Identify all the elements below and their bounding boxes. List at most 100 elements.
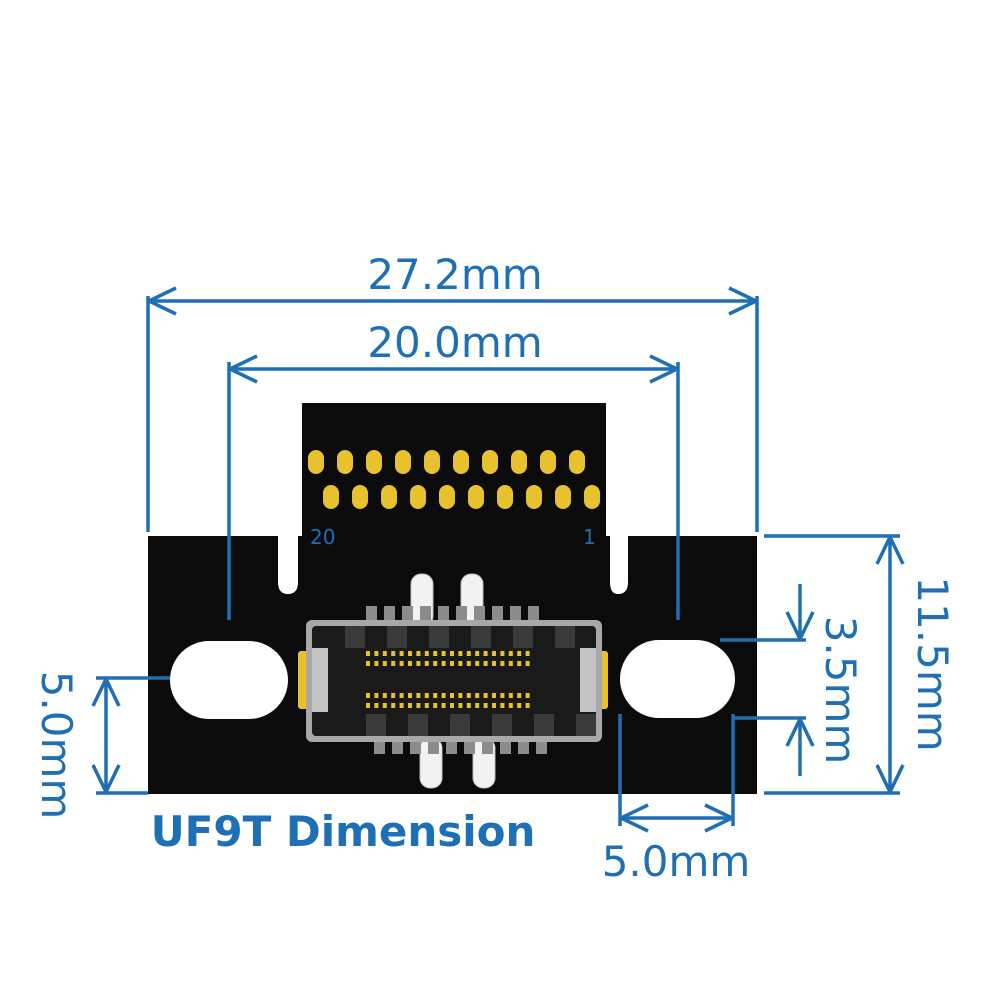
connector-contact [450,703,454,708]
connector-lead [464,740,475,754]
connector-contact [466,651,471,656]
connector-contact [458,693,463,698]
connector-contact [525,661,530,666]
connector-contact [433,661,438,666]
connector-contact [433,651,438,656]
connector-contact [475,693,480,698]
connector-lead [374,740,385,754]
connector-contact [408,703,412,708]
connector-contact [517,703,522,708]
connector-contact [366,693,370,698]
connector-contact [458,651,463,656]
connector-contact [483,693,488,698]
connector-tooth [513,626,533,648]
gold-pad [366,450,382,474]
connector-lead [518,740,529,754]
connector-contact [441,661,446,666]
connector-tooth [471,626,491,648]
gold-finger-pads [308,450,600,509]
connector-tooth [576,714,596,736]
dim-label-overall-width: 27.2mm [367,250,542,299]
connector-contact [424,703,429,708]
mounting-hole-right [620,640,735,718]
connector-contact [382,661,387,666]
dim-label-board-height: 11.5mm [908,576,957,751]
connector-contact [500,651,505,656]
connector-tooth [366,714,386,736]
connector-contact [517,651,522,656]
connector-contact [525,693,530,698]
mounting-hole-left [170,641,288,719]
connector-contact [399,693,404,698]
connector-contact [466,703,471,708]
connector-contact [466,693,471,698]
connector-contact [475,703,480,708]
connector-contact [517,661,522,666]
dim-label-hole-spacing: 20.0mm [367,318,542,367]
dimension-lines [96,296,900,826]
connector-lead [500,740,511,754]
connector-lead [366,606,377,622]
connector-contact [408,693,412,698]
connector-contact [408,651,412,656]
connector-tooth [408,714,428,736]
connector-end-left [312,648,328,712]
connector-contact [374,693,379,698]
connector-tooth [555,626,575,648]
connector-contact [433,693,438,698]
connector-contact [416,693,421,698]
pin-label-1: 1 [583,525,596,549]
connector-contact [483,661,488,666]
connector-contact [492,651,496,656]
connector-contact [441,651,446,656]
dim-label-hole-offset: 3.5mm [816,616,865,765]
connector-contact [483,703,488,708]
connector-contact [416,651,421,656]
connector-contact [374,703,379,708]
connector-contact [508,651,513,656]
connector-contact [450,693,454,698]
gold-pad [410,485,426,509]
gold-pad [352,485,368,509]
connector-contact [382,651,387,656]
connector-contact [492,661,496,666]
connector-lead [536,740,547,754]
connector-contact [366,651,370,656]
gold-pad [468,485,484,509]
gold-pad [308,450,324,474]
connector-contact [475,661,480,666]
board-to-board-connector [298,573,608,789]
dim-label-hole-width: 5.0mm [602,837,751,886]
connector-tooth [387,626,407,648]
connector-contact [366,661,370,666]
gold-pad [526,485,542,509]
connector-contact [424,661,429,666]
connector-contact [408,661,412,666]
connector-contact [382,703,387,708]
gold-pad [569,450,585,474]
connector-contact [416,703,421,708]
pin-label-20: 20 [310,525,335,549]
connector-contact [382,693,387,698]
connector-contact [458,661,463,666]
connector-lead [528,606,539,622]
gold-pad [540,450,556,474]
connector-contact [391,661,396,666]
gold-pad [323,485,339,509]
connector-lead [410,740,421,754]
connector-lead [492,606,503,622]
connector-contact [441,693,446,698]
connector-contact [416,661,421,666]
connector-contact [399,661,404,666]
connector-contact [500,661,505,666]
gold-pad [453,450,469,474]
connector-contact [374,651,379,656]
connector-contact [366,703,370,708]
connector-contact [450,661,454,666]
connector-contact [391,693,396,698]
connector-contact [483,651,488,656]
connector-contact [391,651,396,656]
gold-pad [482,450,498,474]
